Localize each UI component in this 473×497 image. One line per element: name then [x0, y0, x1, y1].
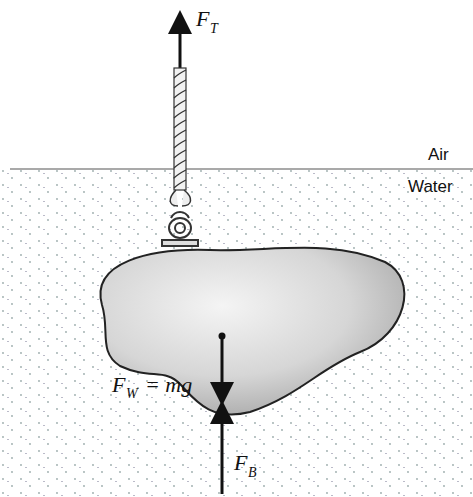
- tension-arrow: [179, 22, 182, 70]
- force-subscript: B: [248, 466, 257, 480]
- force-symbol: F: [196, 8, 209, 30]
- water: [0, 170, 473, 497]
- force-symbol: F: [112, 374, 125, 396]
- water-surface: [10, 168, 473, 169]
- force-subscript: T: [210, 22, 218, 36]
- weight-arrow: [221, 338, 224, 394]
- rock: [100, 248, 404, 415]
- equation-text: = mg: [145, 374, 192, 396]
- medium-label: Air: [428, 146, 449, 163]
- rope: [170, 68, 190, 206]
- force-subscript: W: [126, 387, 138, 401]
- buoyant-arrow: [221, 412, 224, 494]
- eye-bolt: [162, 212, 198, 246]
- force-symbol: F: [234, 452, 247, 474]
- medium-label: Water: [408, 178, 453, 195]
